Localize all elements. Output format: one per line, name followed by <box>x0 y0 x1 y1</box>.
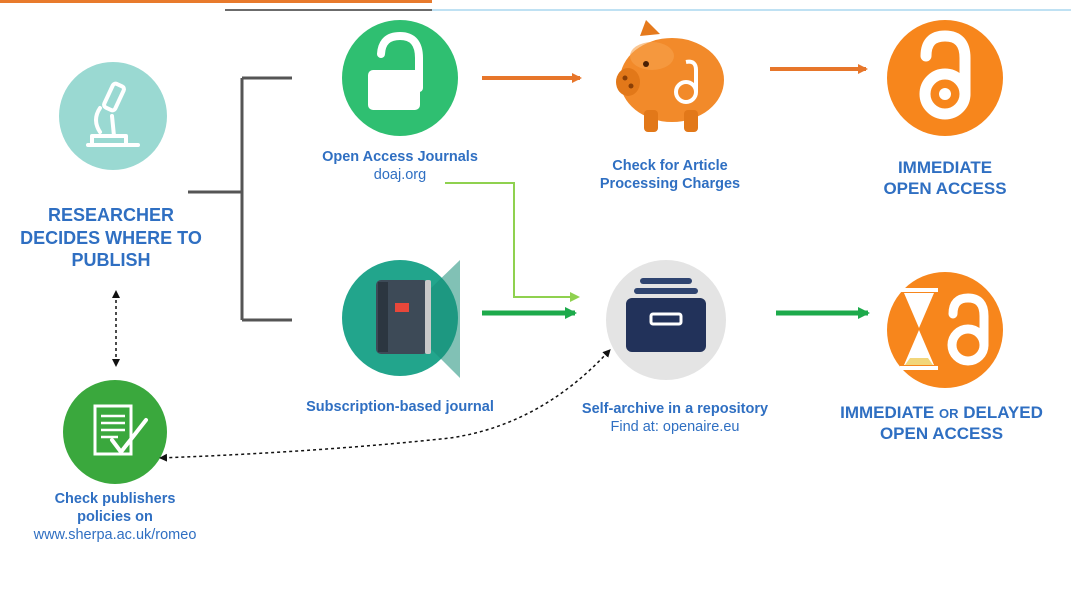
top-accent-blue <box>432 9 1071 11</box>
policies-line1: Check publishers <box>54 491 176 507</box>
microscope-icon <box>59 62 167 170</box>
open-lock-icon <box>342 20 458 136</box>
oa-journals-title: Open Access Journals <box>322 149 478 165</box>
researcher-line1: RESEARCHER <box>47 205 175 225</box>
journal-book-icon <box>342 260 460 378</box>
delayed-line2: OPEN ACCESS <box>879 424 1004 444</box>
piggy-bank-icon <box>598 18 738 140</box>
subscription-title: Subscription-based journal <box>306 399 494 415</box>
open-access-icon <box>887 20 1003 136</box>
top-accent-orange <box>0 0 432 3</box>
immediate-oa-label: IMMEDIATE OPEN ACCESS <box>860 157 1030 200</box>
researcher-label: RESEARCHER DECIDES WHERE TO PUBLISH <box>0 204 222 272</box>
branch-bracket <box>188 76 292 322</box>
self-archive-label: Self-archive in a repository Find at: op… <box>550 400 800 436</box>
delayed-line1: IMMEDIATE OR DELAYED <box>812 402 1071 423</box>
openaire-link[interactable]: Find at: openaire.eu <box>610 419 740 436</box>
apc-label: Check for Article Processing Charges <box>570 157 770 193</box>
sherpa-link[interactable]: www.sherpa.ac.uk/romeo <box>33 527 197 544</box>
policies-label: Check publishers policies on www.sherpa.… <box>5 490 225 544</box>
researcher-line2: DECIDES WHERE TO <box>20 227 202 248</box>
delayed-delayed-word: DELAYED <box>963 403 1043 422</box>
researcher-line3: PUBLISH <box>71 250 151 270</box>
delayed-immediate-word: IMMEDIATE <box>840 403 935 422</box>
delayed-oa-label: IMMEDIATE OR DELAYED OPEN ACCESS <box>812 402 1071 445</box>
arrow-oa-to-repository <box>445 182 580 302</box>
apc-line1: Check for Article <box>612 158 728 174</box>
dotted-arrow-repository-policies <box>159 349 611 462</box>
subscription-label: Subscription-based journal <box>270 398 530 416</box>
immediate-line2: OPEN ACCESS <box>883 179 1007 199</box>
hourglass-open-access-icon <box>887 272 1003 388</box>
delayed-or-word: OR <box>938 406 959 421</box>
archive-box-icon <box>606 260 726 380</box>
top-accent-dark <box>225 9 432 11</box>
self-archive-title: Self-archive in a repository <box>581 401 769 417</box>
immediate-line1: IMMEDIATE <box>897 158 993 177</box>
open-access-journals-label: Open Access Journals doaj.org <box>285 148 515 184</box>
policies-line2: policies on <box>77 509 153 526</box>
checklist-icon <box>63 380 167 484</box>
doaj-link[interactable]: doaj.org <box>373 167 427 184</box>
apc-line2: Processing Charges <box>599 176 741 193</box>
